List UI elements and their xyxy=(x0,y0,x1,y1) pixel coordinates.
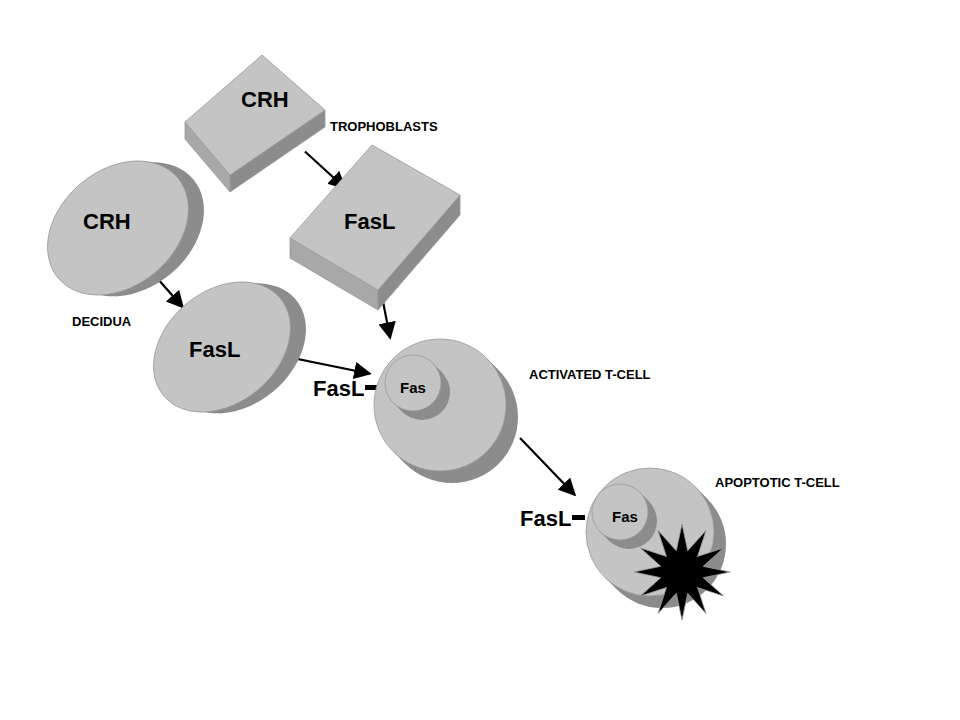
arrow-connector xyxy=(520,438,575,495)
molecule-name: CRH xyxy=(241,88,289,112)
region-label: TROPHOBLASTS xyxy=(330,120,438,134)
apoptotic-t-cell: APOPTOTIC T-CELLFas xyxy=(585,462,730,612)
fas-receptor: Fas xyxy=(385,355,447,420)
fas-receptor: Fas xyxy=(593,487,655,549)
molecule-name: CRH xyxy=(83,210,131,234)
t-cell-shape xyxy=(370,335,525,490)
cell-label: ACTIVATED T-CELL xyxy=(529,368,651,382)
receptor-name: Fas xyxy=(612,509,638,526)
t-cell: ACTIVATED T-CELLFas xyxy=(370,335,525,490)
bond-dash xyxy=(572,515,585,520)
receptor-name: Fas xyxy=(400,380,426,397)
molecule-name: FasL xyxy=(189,338,240,362)
fasl-box: FasL xyxy=(285,140,465,315)
crh-disc: CRH xyxy=(40,145,205,315)
crh-box: CRH xyxy=(180,50,330,195)
crh-box-shape xyxy=(180,50,330,195)
cell-label: APOPTOTIC T-CELL xyxy=(715,476,840,490)
molecule-name: FasL xyxy=(344,210,395,234)
ligand-label: FasL xyxy=(520,507,571,531)
region-label: DECIDUA xyxy=(72,315,131,329)
ligand-label: FasL xyxy=(313,377,364,401)
fasl-disc: FasL xyxy=(145,275,310,430)
